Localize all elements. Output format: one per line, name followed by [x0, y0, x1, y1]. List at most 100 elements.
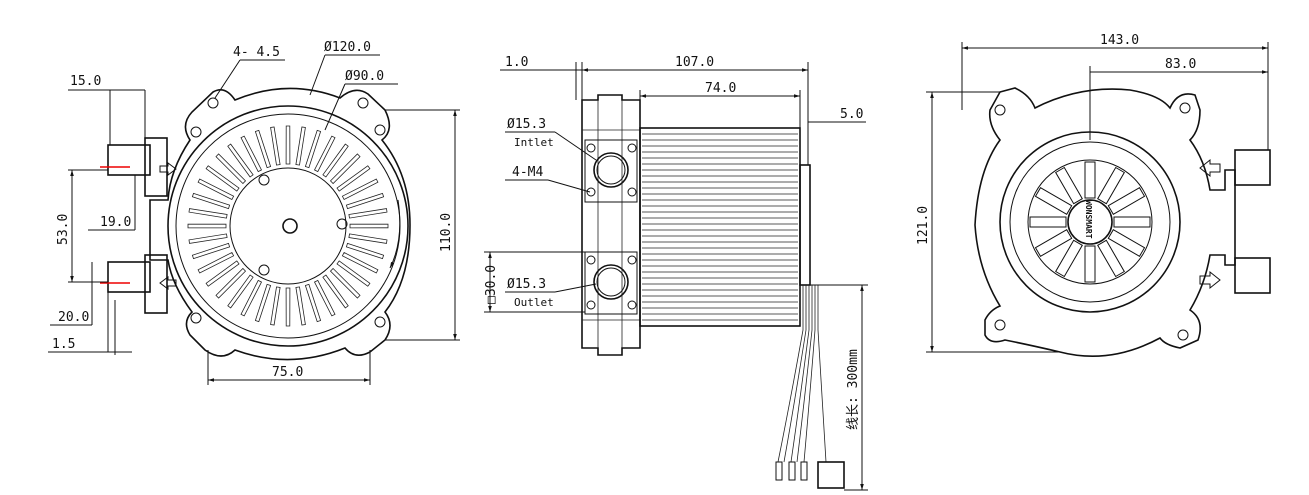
front-fin	[191, 192, 231, 210]
front-ring-outer	[167, 105, 409, 347]
back-fan-spoke	[1055, 166, 1083, 205]
front-fin	[341, 178, 379, 201]
front-lower-port	[144, 254, 168, 314]
side-dim-outlet-dia: Ø15.3	[507, 277, 546, 292]
front-fin	[345, 192, 385, 210]
front-dim-19: 19.0	[100, 215, 131, 230]
back-fan-spoke	[1055, 239, 1083, 278]
front-fin	[270, 126, 281, 166]
front-fin	[295, 126, 306, 166]
side-connector	[817, 461, 845, 489]
front-mount-hole	[374, 316, 386, 328]
front-upper-port	[144, 137, 168, 197]
back-fan-spoke	[1034, 229, 1073, 257]
front-fin	[191, 242, 231, 260]
back-logo: WONSMART	[1084, 200, 1093, 239]
front-hub	[282, 218, 298, 234]
front-arrow-lower	[159, 276, 177, 290]
back-fan-spoke	[1084, 161, 1096, 199]
front-fin	[254, 129, 272, 169]
front-fin	[345, 242, 385, 260]
side-screw-hole	[627, 143, 637, 153]
back-mount-hole	[1177, 329, 1189, 341]
front-fin	[240, 135, 263, 173]
front-fin	[215, 267, 247, 299]
front-dim-53: 53.0	[56, 214, 71, 245]
back-fan-spoke	[1084, 245, 1096, 283]
front-fins	[187, 125, 389, 327]
side-outlet-label: Outlet	[514, 296, 554, 309]
front-fin	[270, 286, 281, 326]
front-fin	[322, 143, 349, 178]
side-terminal	[800, 461, 808, 481]
side-cable-wire	[790, 285, 810, 463]
back-mount-hole	[1179, 102, 1191, 114]
front-fin	[304, 129, 322, 169]
side-end-cap	[799, 164, 811, 286]
front-mount-hole	[357, 97, 369, 109]
side-dim-30: □30.0	[484, 265, 499, 304]
front-fin	[254, 283, 272, 323]
front-lower-tube	[107, 261, 151, 293]
side-dim-5: 5.0	[840, 107, 863, 122]
front-fin	[215, 153, 247, 185]
side-screw-hole	[627, 255, 637, 265]
front-fin	[348, 208, 388, 219]
back-fan-spoke	[1107, 229, 1146, 257]
side-cable-wire	[803, 285, 816, 463]
side-terminal	[788, 461, 796, 481]
back-housing-outline	[974, 87, 1236, 357]
side-inlet-boss	[584, 139, 638, 203]
front-fin	[304, 283, 322, 323]
front-ring-inner	[229, 167, 347, 285]
back-dim-143: 143.0	[1100, 33, 1139, 48]
front-mount-hole	[190, 312, 202, 324]
front-arrow-upper	[159, 162, 177, 176]
side-outlet-boss	[584, 251, 638, 315]
front-fin	[329, 153, 361, 185]
side-cable-wire	[783, 285, 807, 463]
back-mount-hole	[994, 319, 1006, 331]
front-mount-hole	[190, 126, 202, 138]
front-fin	[188, 233, 228, 244]
back-view: WONSMART 143.0 83.0 121.0	[916, 33, 1271, 357]
front-fin	[336, 165, 371, 192]
front-mount-hole	[336, 218, 348, 230]
back-mount-hole	[994, 104, 1006, 116]
front-fin	[197, 251, 235, 274]
front-dim-inner-dia: Ø90.0	[345, 69, 384, 84]
back-fan-spoke	[1029, 216, 1067, 228]
front-fin	[348, 233, 388, 244]
side-screw-hole	[627, 187, 637, 197]
side-inlet-hole-inner	[596, 155, 626, 185]
front-fin	[336, 260, 371, 287]
back-arrow-lower	[1199, 270, 1221, 290]
front-fin	[240, 279, 263, 317]
front-dim-75: 75.0	[272, 365, 303, 380]
side-motor-fins	[642, 133, 798, 321]
front-fin	[295, 286, 306, 326]
front-fin	[205, 165, 240, 192]
back-hub	[1067, 199, 1113, 245]
side-cables	[777, 285, 827, 463]
front-view: 4- 4.5 Ø120.0 Ø90.0 15.0 53.0 19.0 20.0 …	[48, 40, 460, 385]
front-fin	[341, 251, 379, 274]
front-dim-15: 15.0	[70, 74, 101, 89]
back-fan-spokes	[1029, 161, 1151, 283]
front-fin	[313, 135, 336, 173]
side-dim-107: 107.0	[675, 55, 714, 70]
side-cable-length: 线长: 300mm	[846, 349, 861, 430]
back-lower-tube	[1234, 257, 1271, 294]
back-fan-spoke	[1034, 187, 1073, 215]
front-fin	[322, 274, 349, 309]
side-cable-wire	[777, 285, 804, 463]
side-terminal	[775, 461, 783, 481]
back-fan-spoke	[1097, 239, 1125, 278]
back-fan-spoke	[1113, 216, 1151, 228]
front-dim-outer-dia: Ø120.0	[324, 40, 371, 55]
front-dim-110: 110.0	[439, 213, 454, 252]
front-fin	[285, 287, 291, 327]
side-dim-1: 1.0	[505, 55, 528, 70]
side-dim-inlet-dia: Ø15.3	[507, 117, 546, 132]
